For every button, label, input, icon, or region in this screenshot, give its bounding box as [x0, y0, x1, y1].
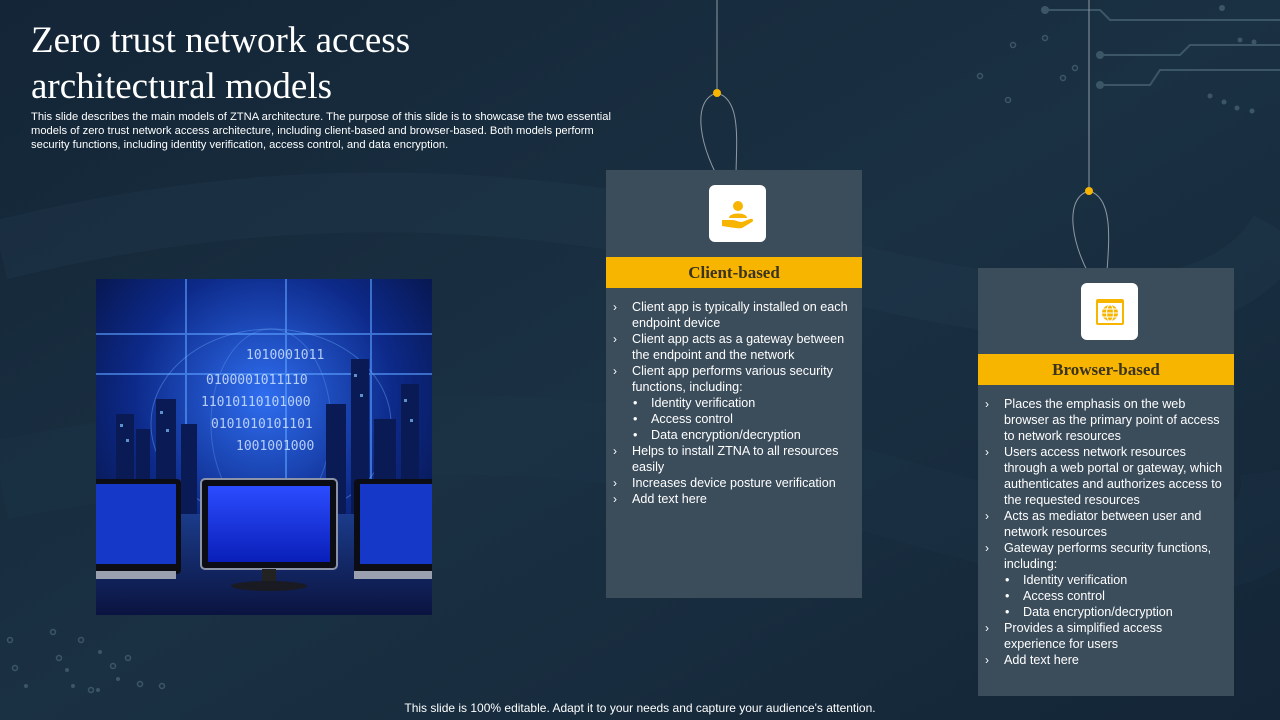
list-item: ›Acts as mediator between user and netwo… — [985, 509, 1202, 539]
globe-browser-icon — [1081, 283, 1138, 340]
list-subitem: •Identity verification — [633, 396, 756, 410]
list-item: ›Provides a simplified access experience… — [985, 621, 1163, 651]
list-item: ›Places the emphasis on the web browser … — [985, 397, 1220, 443]
list-item: ›Helps to install ZTNA to all resources … — [613, 444, 839, 474]
client-based-title: Client-based — [606, 257, 862, 288]
browser-based-card: Browser-based ›Places the emphasis on th… — [978, 268, 1234, 696]
list-item: ›Users access network resources through … — [985, 445, 1223, 507]
binary-row: 0101010101101 — [211, 417, 313, 432]
binary-row: 1001001000 — [236, 439, 314, 454]
page-title: Zero trust network access architectural … — [31, 20, 411, 107]
browser-based-list: ›Places the emphasis on the web browser … — [978, 396, 1234, 668]
binary-row: 1010001011 — [246, 348, 324, 363]
list-item: ›Gateway performs security functions, in… — [985, 541, 1212, 571]
list-item: ›Add text here — [985, 653, 1079, 667]
list-subitem: •Data encryption/decryption — [1005, 605, 1173, 619]
list-item: ›Client app performs various security fu… — [613, 364, 833, 394]
hand-holding-user-icon — [709, 185, 766, 242]
client-based-list: ›Client app is typically installed on ea… — [606, 299, 862, 507]
list-subitem: •Data encryption/decryption — [633, 428, 801, 442]
footer-note: This slide is 100% editable. Adapt it to… — [404, 701, 876, 715]
page-subtitle: This slide describes the main models of … — [31, 111, 611, 151]
binary-row: 0100001011110 — [206, 373, 308, 388]
list-item: ›Add text here — [613, 492, 707, 506]
list-item: ›Increases device posture verification — [613, 476, 836, 490]
list-item: ›Client app acts as a gateway between th… — [613, 332, 845, 362]
client-based-card: Client-based ›Client app is typically in… — [606, 170, 862, 598]
binary-row: 11010110101000 — [201, 395, 311, 410]
city-network-image: 1010001011 0100001011110 11010110101000 … — [96, 279, 432, 615]
list-subitem: •Identity verification — [1005, 573, 1128, 587]
list-subitem: •Access control — [1005, 589, 1105, 603]
list-subitem: •Access control — [633, 412, 733, 426]
browser-based-title: Browser-based — [978, 354, 1234, 385]
list-item: ›Client app is typically installed on ea… — [613, 300, 848, 330]
